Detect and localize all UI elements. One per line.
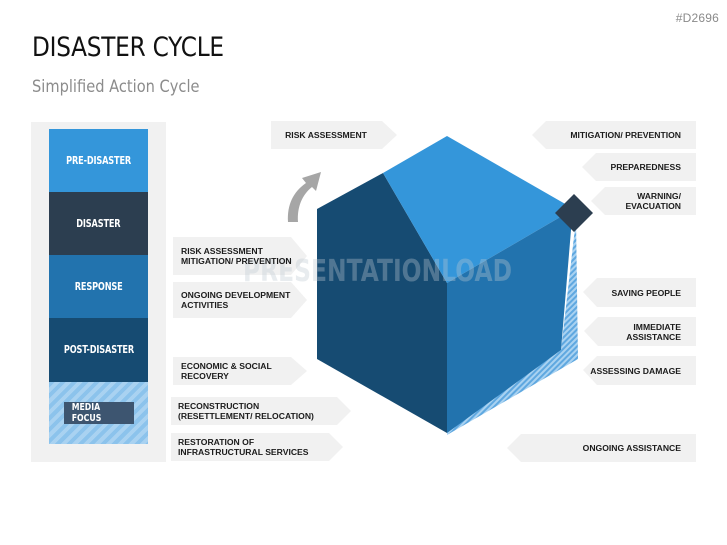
cube-face-left (317, 173, 447, 433)
tag-text: ASSESSING DAMAGE (590, 365, 681, 376)
right-tag-saving-people: SAVING PEOPLE (590, 278, 689, 307)
slide-id: #D2696 (675, 11, 719, 25)
left-tag-economic-recovery: ECONOMIC & SOCIAL RECOVERY (173, 357, 293, 385)
phase-response[interactable]: RESPONSE (49, 255, 148, 318)
left-tag-restoration: RESTORATION OF INFRASTRUCTURAL SERVICES (171, 433, 331, 461)
tag-text: RISK ASSESSMENT MITIGATION/ PREVENTION (181, 246, 292, 266)
cube-face-top (383, 136, 574, 283)
left-tag-risk-mitigation: RISK ASSESSMENT MITIGATION/ PREVENTION (173, 237, 293, 275)
tag-text: IMMEDIATE ASSISTANCE (626, 321, 681, 342)
phase-pre-disaster[interactable]: PRE-DISASTER (49, 129, 148, 192)
top-tag-shape (271, 121, 397, 149)
watermark: PRESENTATIONLOAD (243, 254, 513, 289)
left-tag-shape (173, 237, 307, 275)
right-tag-mitigation: MITIGATION/ PREVENTION (540, 121, 689, 149)
tag-text: WARNING/ EVACUATION (625, 191, 681, 211)
right-tag-shape (507, 434, 696, 462)
right-tag-immediate-assistance: IMMEDIATE ASSISTANCE (590, 317, 689, 346)
right-tag-shape (583, 356, 696, 385)
right-tag-assessing-damage: ASSESSING DAMAGE (590, 356, 689, 385)
tag-text: SAVING PEOPLE (611, 287, 681, 298)
right-tag-shape (583, 278, 696, 307)
right-tag-shape (584, 317, 696, 346)
cube-face-right (447, 209, 574, 433)
phase-label: PRE-DISASTER (66, 154, 131, 167)
right-tag-warning: WARNING/ EVACUATION (600, 187, 689, 215)
phase-post-disaster[interactable]: POST-DISASTER (49, 318, 148, 382)
left-tag-shape (173, 357, 307, 385)
tag-text: ONGOING DEVELOPMENT ACTIVITIES (181, 290, 291, 310)
right-tag-ongoing-assistance: ONGOING ASSISTANCE (515, 434, 689, 462)
media-focus-button[interactable]: MEDIA FOCUS (64, 402, 134, 424)
phase-disaster[interactable]: DISASTER (49, 192, 148, 255)
left-tag-shape (171, 397, 351, 425)
left-tag-shape (171, 433, 343, 461)
tag-text: RECONSTRUCTION (RESETTLEMENT/ RELOCATION… (178, 401, 314, 421)
phase-label: DISASTER (76, 217, 121, 230)
tag-text: ONGOING ASSISTANCE (582, 443, 681, 453)
page-subtitle: Simplified Action Cycle (32, 77, 200, 97)
tag-text: MITIGATION/ PREVENTION (570, 130, 681, 140)
top-tag-risk-assessment: RISK ASSESSMENT (271, 121, 391, 149)
right-tag-shape (582, 153, 696, 181)
tag-text: RISK ASSESSMENT (285, 130, 367, 140)
tag-text: ECONOMIC & SOCIAL RECOVERY (181, 361, 272, 381)
diamond-marker (555, 194, 593, 232)
tag-text: PREPAREDNESS (610, 162, 681, 172)
cube-hatch-shadow (447, 219, 578, 435)
left-tag-reconstruction: RECONSTRUCTION (RESETTLEMENT/ RELOCATION… (171, 397, 341, 425)
right-tag-shape (591, 187, 696, 215)
phase-label: POST-DISASTER (63, 344, 134, 356)
media-focus-label: MEDIA FOCUS (71, 402, 102, 424)
left-tag-ongoing-development: ONGOING DEVELOPMENT ACTIVITIES (173, 282, 293, 318)
cycle-arrow-icon (287, 172, 321, 222)
page-title: DISASTER CYCLE (32, 32, 224, 63)
left-tag-shape (173, 282, 307, 318)
tag-text: RESTORATION OF INFRASTRUCTURAL SERVICES (178, 437, 309, 457)
phase-label: RESPONSE (74, 280, 123, 293)
right-tag-preparedness: PREPAREDNESS (590, 153, 689, 181)
right-tag-shape (532, 121, 696, 149)
